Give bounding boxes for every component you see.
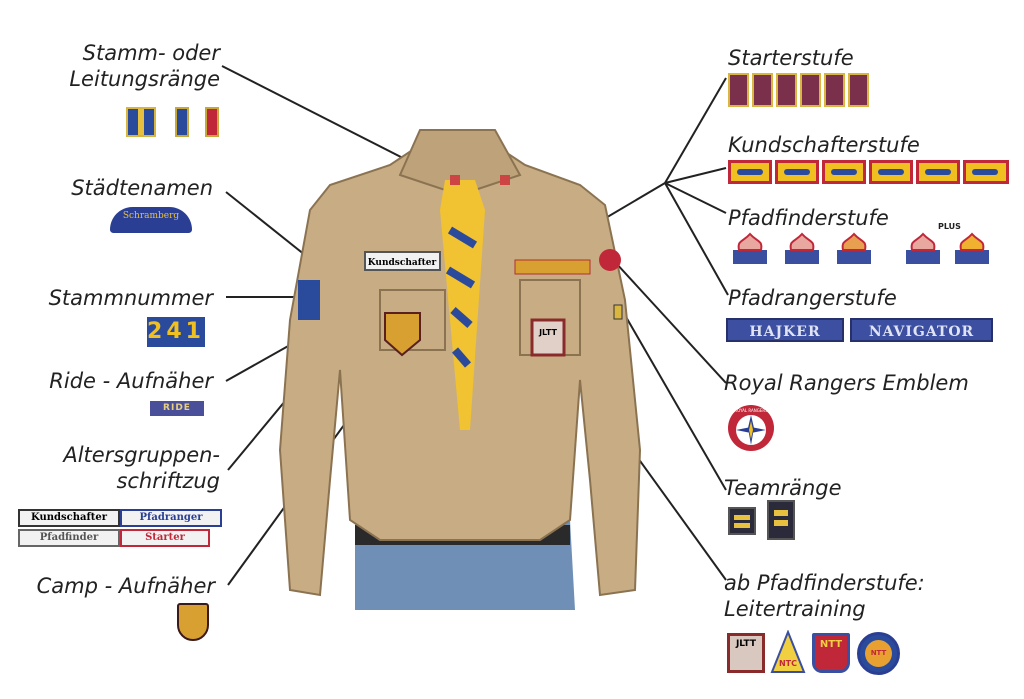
number-patch: 241 [147,317,205,347]
rank-patch [175,107,189,137]
kundschafter-patch [916,160,960,184]
age-tag-pfadranger: Pfadranger [120,509,222,527]
label-pfadrangerstufe: Pfadrangerstufe [728,286,897,310]
camp-patch [177,603,209,641]
label-pfadfinderstufe: Pfadfinderstufe [728,206,889,230]
fleur-de-lis-patch [955,232,989,264]
city-patch: Schramberg [110,207,192,233]
label-starterstufe: Starterstufe [728,46,854,70]
training-patch-ntt-round: NTT [857,632,900,675]
label-line: Altersgruppen- [63,443,220,467]
navigator-patch: NAVIGATOR [850,318,993,342]
starter-patch [752,73,773,107]
hajker-patch: HAJKER [726,318,844,342]
shirt-tag-text: Kundschafter [368,258,437,268]
royal-rangers-emblem: ROYAL RANGERS [728,405,774,451]
label-leitertraining: ab Pfadfinderstufe:Leitertraining [724,570,925,622]
label-royal-rangers-emblem: Royal Rangers Emblem [724,371,969,395]
fleur-de-lis-patch [906,232,940,264]
kundschafter-patch [963,160,1009,184]
fleur-de-lis-patch [785,232,819,264]
ntt-round-text: NTT [865,640,892,667]
label-line: Leitungsränge [69,67,220,91]
ride-patch: RIDE [150,401,204,416]
collar [398,129,522,197]
starter-patch [848,73,869,107]
rank-patch [126,107,156,137]
label-stammnummer: Stammnummer [48,286,213,310]
royal-emblem-text: ROYAL RANGERS [734,408,768,413]
label-altersgruppen: Altersgruppen-schriftzug [20,442,220,494]
plus-label: PLUS [938,222,961,231]
label-camp: Camp - Aufnäher [36,574,215,598]
starter-patch [728,73,749,107]
label-teamraenge: Teamränge [724,476,842,500]
label-line: Stamm- oder [82,41,220,65]
label-line: Leitertraining [724,597,866,621]
shirt-illustration: Kundschafter JLTT [278,129,642,610]
shirt-jltt-text: JLTT [538,328,557,337]
label-kundschafterstufe: Kundschafterstufe [728,133,920,157]
label-staedtenamen: Städtenamen [71,176,213,200]
age-tag-pfadfinder: Pfadfinder [18,529,120,547]
training-patch-ntc: NTC [770,630,806,673]
fleur-de-lis-patch [733,232,767,264]
age-tag-kundschafter: Kundschafter [18,509,120,527]
royal-emblem-shirt [599,249,621,271]
label-line: ab Pfadfinderstufe: [724,571,925,595]
training-patch-jltt: JLTT [727,633,765,673]
starter-patch [776,73,797,107]
kundschafter-patch [869,160,913,184]
age-tag-starter: Starter [120,529,210,547]
kundschafter-patch [728,160,772,184]
training-patch-ntt: NTT [812,633,850,673]
team-rank-patch [767,500,795,540]
team-rank-patch [728,507,756,535]
fleur-de-lis-patch [837,232,871,264]
rank-patch [205,107,219,137]
kundschafter-patch [822,160,866,184]
ntc-text: NTC [779,659,797,668]
starter-patch [800,73,821,107]
camp-patch-shirt [384,312,421,357]
starter-patch [824,73,845,107]
kundschafter-patch [775,160,819,184]
label-ride: Ride - Aufnäher [49,369,213,393]
label-line: schriftzug [116,469,220,493]
